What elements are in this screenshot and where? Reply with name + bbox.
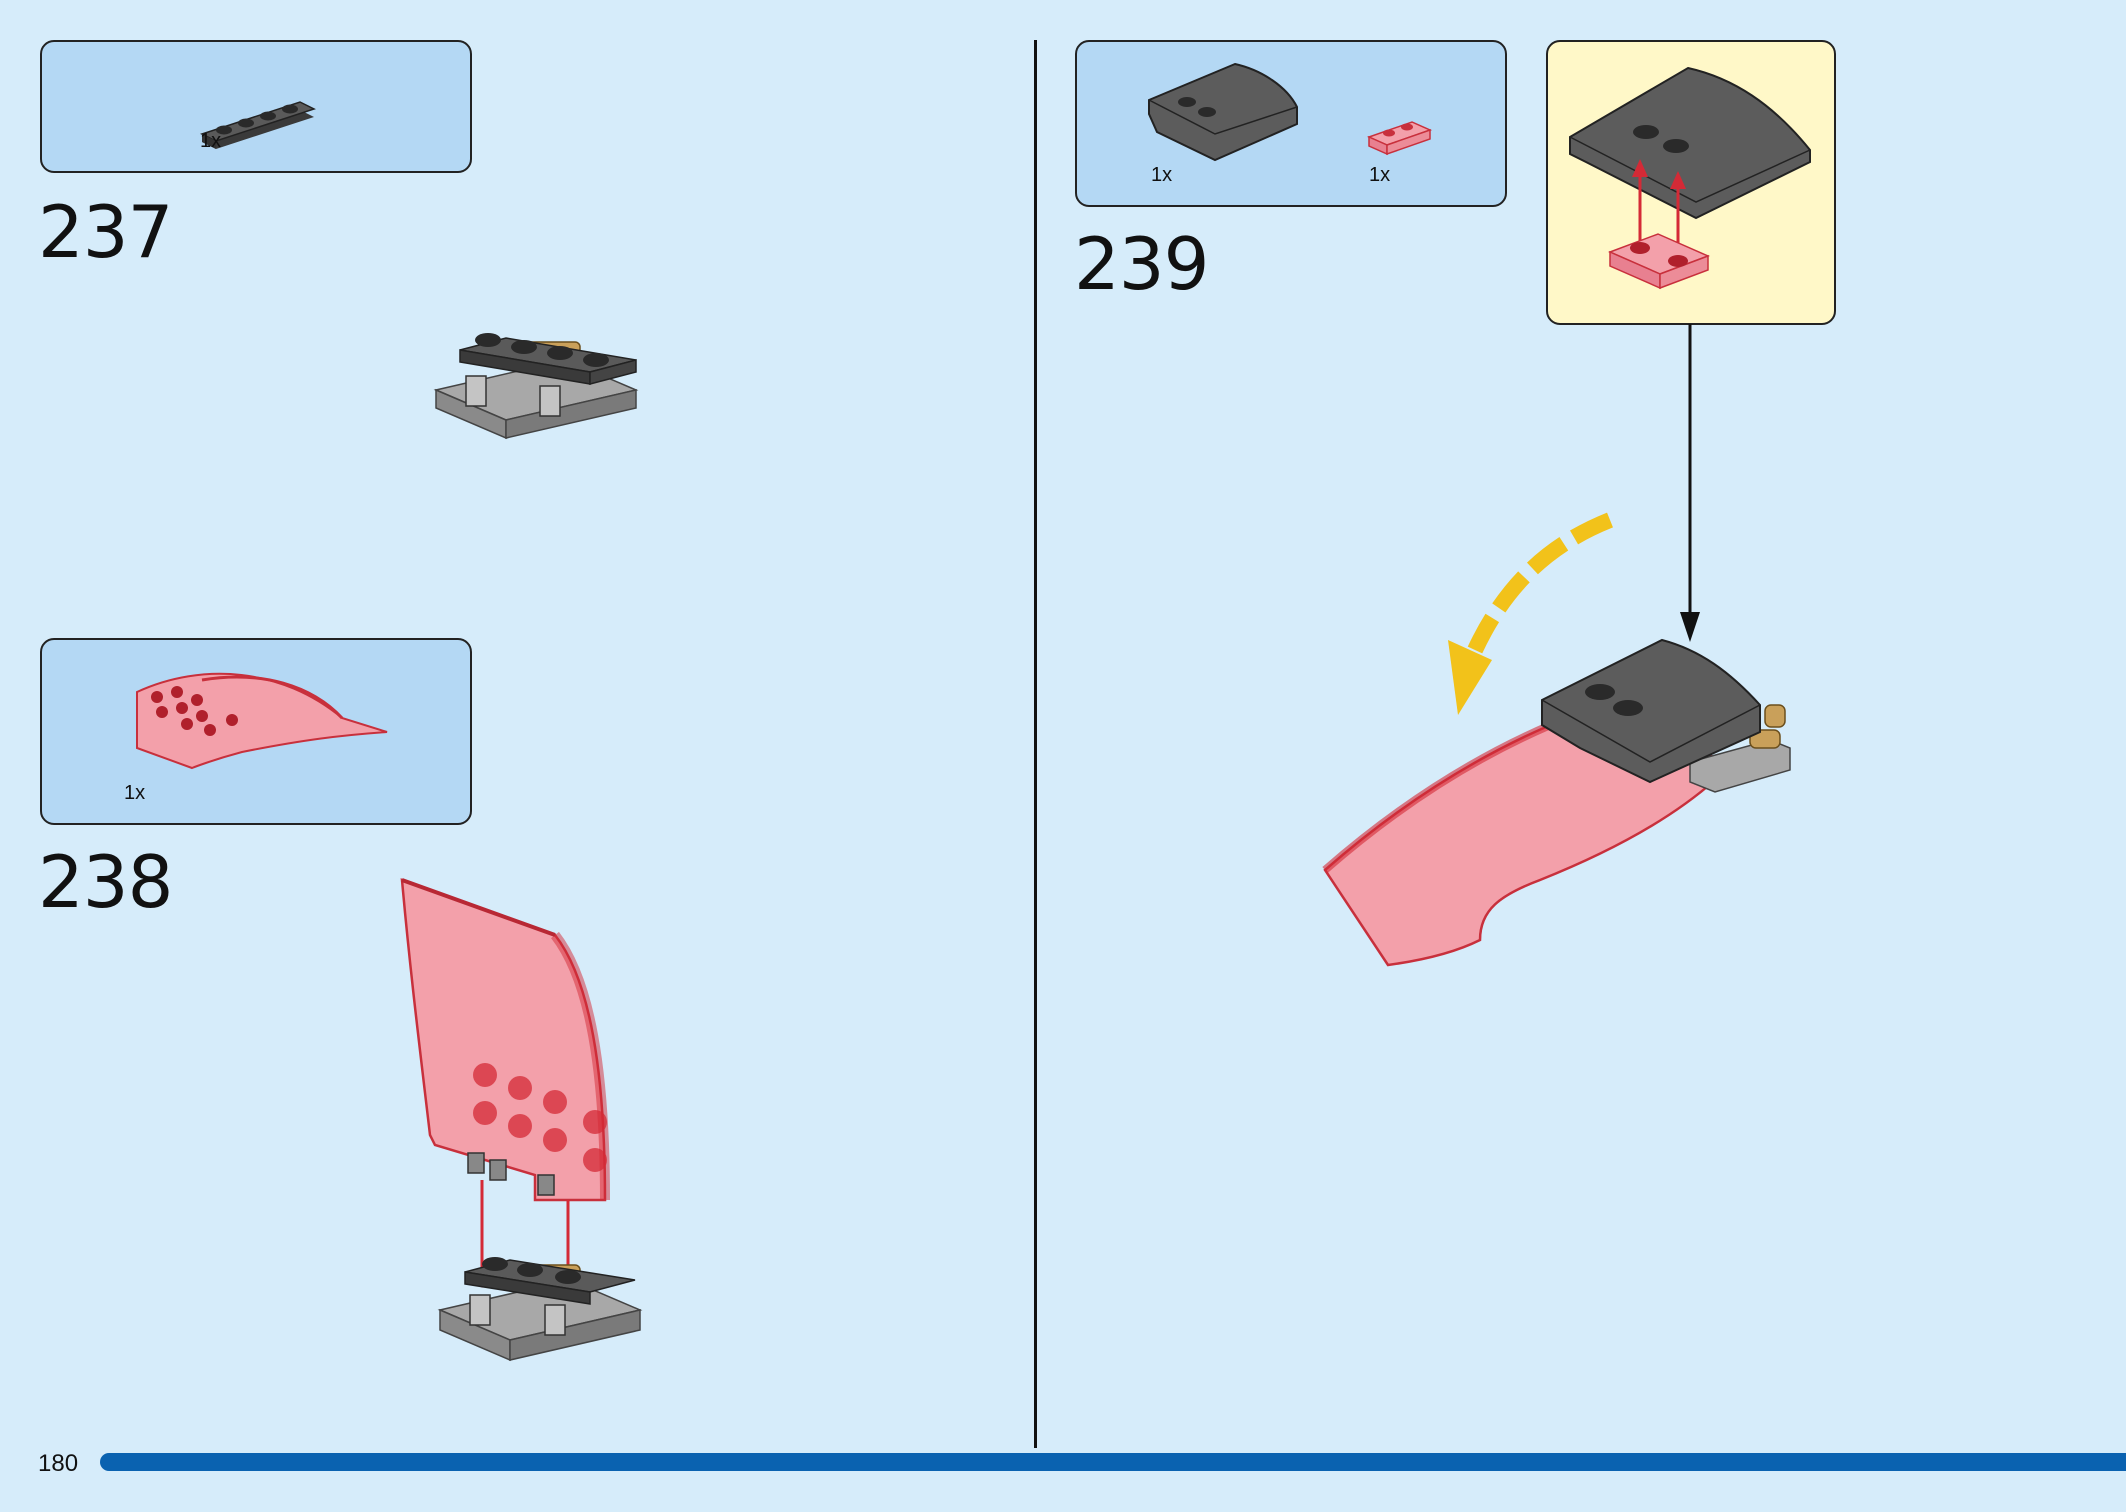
step-number: 238 xyxy=(38,840,173,924)
page-number: 180 xyxy=(38,1450,79,1477)
callout-connector-arrow xyxy=(1680,324,1700,642)
step-237-assembly xyxy=(433,333,639,440)
part-quantity: 1x xyxy=(1369,164,1391,186)
step-238-assembly xyxy=(400,878,643,1362)
page-divider xyxy=(1034,40,1037,1448)
progress-bar xyxy=(100,1453,2126,1471)
step-237-parts-box: 1x xyxy=(40,40,472,173)
part-quantity: 1x xyxy=(200,130,222,152)
step-number: 237 xyxy=(38,190,173,274)
step-239-parts-box: 1x 1x xyxy=(1075,40,1507,207)
rotate-arrow-icon xyxy=(1467,512,1613,654)
step-238-parts-box: 1x xyxy=(40,638,472,825)
step-number: 239 xyxy=(1074,222,1209,306)
plate-1x2-trans-red-icon xyxy=(1366,121,1433,156)
sub-assembly-icon xyxy=(1569,66,1811,290)
curved-slope-dark-grey-icon xyxy=(1148,62,1298,162)
part-quantity: 1x xyxy=(1151,164,1173,186)
part-quantity: 1x xyxy=(124,782,146,804)
curved-windscreen-trans-red-icon xyxy=(136,672,388,770)
plate-1x4-dark-grey-icon xyxy=(200,101,316,149)
sub-assembly-callout xyxy=(1546,40,1836,325)
step-239-assembly xyxy=(1322,512,1791,967)
